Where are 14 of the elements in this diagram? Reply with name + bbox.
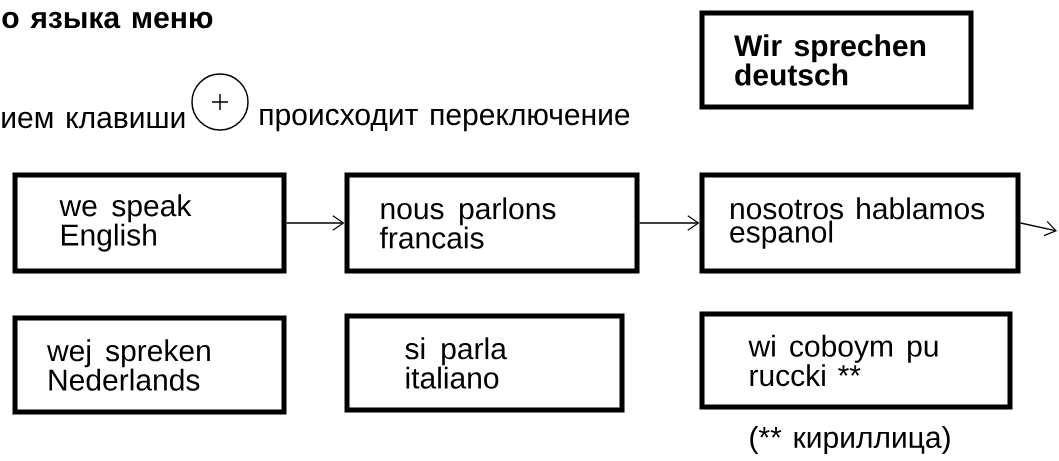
- language-box: we speak English: [12, 172, 287, 274]
- language-box: si parla italiano: [344, 313, 625, 413]
- text-label: происходит переключение: [260, 108, 630, 132]
- language-box: wi coboym pu ruccki **: [699, 311, 1013, 410]
- text-label: ием клавиши: [2, 111, 185, 129]
- arrow: [1019, 220, 1057, 237]
- language-box: nosotros hablamos espanol: [699, 172, 1021, 274]
- heading: о языка меню: [2, 11, 213, 29]
- footnote-text: (** кириллица): [750, 426, 950, 454]
- language-box: nous parlons francais: [344, 172, 640, 274]
- arrow: [638, 215, 700, 231]
- language-box: Wir sprechen deutsch: [699, 10, 974, 110]
- arrow: [285, 215, 345, 231]
- language-box: wej spreken Nederlands: [12, 315, 287, 415]
